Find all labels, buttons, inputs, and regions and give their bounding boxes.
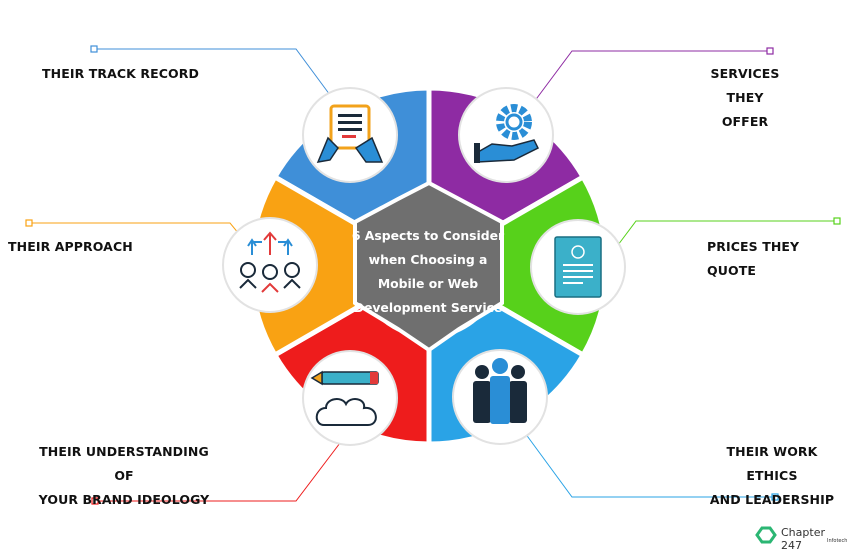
leader-services-end-marker — [766, 47, 774, 55]
team-people-icon — [473, 358, 527, 424]
icon-circle-track-record — [302, 87, 398, 183]
aspect-label-approach: THEIR APPROACH — [8, 235, 133, 259]
leader-brand-ideology — [95, 442, 341, 502]
aspect-label-work-ethics: THEIR WORK ETHICS AND LEADERSHIP — [702, 440, 842, 512]
logo-name: Chapter 247 — [781, 526, 825, 552]
icon-circle-prices — [530, 219, 626, 315]
leader-approach-end-marker — [25, 219, 33, 227]
logo-subtitle: Infotech — [827, 538, 848, 544]
leader-prices — [617, 220, 837, 246]
center-title-line-3: Mobile or Web — [378, 276, 478, 291]
aspect-label-line: YOUR BRAND IDEOLOGY — [38, 492, 210, 507]
price-document-icon — [554, 236, 602, 298]
aspect-label-line: THEIR APPROACH — [8, 239, 133, 254]
leader-track-record — [94, 48, 331, 96]
center-title-line-4: Development Service — [354, 300, 503, 315]
center-title-line-2: when Choosing a — [369, 252, 488, 267]
aspect-label-line: THEIR UNDERSTANDING OF — [39, 444, 209, 483]
center-title-line-1: 6 Aspects to Consider — [352, 228, 505, 243]
aspect-label-track-record: THEIR TRACK RECORD — [42, 62, 199, 86]
chapter247-logo-icon — [755, 526, 777, 544]
leader-work-ethics-end-marker — [771, 493, 779, 501]
leader-track-record-end-marker — [90, 45, 98, 53]
gear-hand-icon — [474, 104, 540, 163]
aspect-label-prices: PRICES THEY QUOTE — [707, 235, 850, 283]
aspect-label-line: OFFER — [721, 114, 769, 129]
icon-circle-work-ethics — [452, 349, 548, 445]
leader-brand-ideology-end-marker — [91, 497, 99, 505]
center-hexagon — [353, 180, 504, 353]
aspect-label-line: THEIR WORK ETHICS — [726, 444, 818, 483]
leader-prices-end-marker — [833, 217, 841, 225]
center-title: 6 Aspects to Consider when Choosing a Mo… — [352, 228, 505, 315]
clipboard-hands-icon — [316, 104, 384, 163]
people-arrows-icon — [239, 231, 301, 293]
aspect-label-services: SERVICES THEY OFFER — [690, 62, 800, 134]
aspect-label-line: AND LEADERSHIP — [709, 492, 835, 507]
brand-logo: Chapter 247 Infotech — [755, 526, 848, 552]
aspect-label-brand-ideology: THEIR UNDERSTANDING OF YOUR BRAND IDEOLO… — [33, 440, 215, 512]
icon-circle-services — [458, 87, 554, 183]
leader-services — [533, 50, 770, 103]
aspect-label-line: PRICES THEY QUOTE — [707, 239, 800, 278]
leader-work-ethics — [524, 432, 775, 498]
icon-circle-brand-ideology — [302, 350, 398, 446]
aspect-label-line: THEIR TRACK RECORD — [42, 66, 199, 81]
aspect-label-line: SERVICES THEY — [710, 66, 780, 105]
cloud-pencil-icon — [310, 370, 379, 426]
icon-circle-approach — [222, 217, 318, 313]
